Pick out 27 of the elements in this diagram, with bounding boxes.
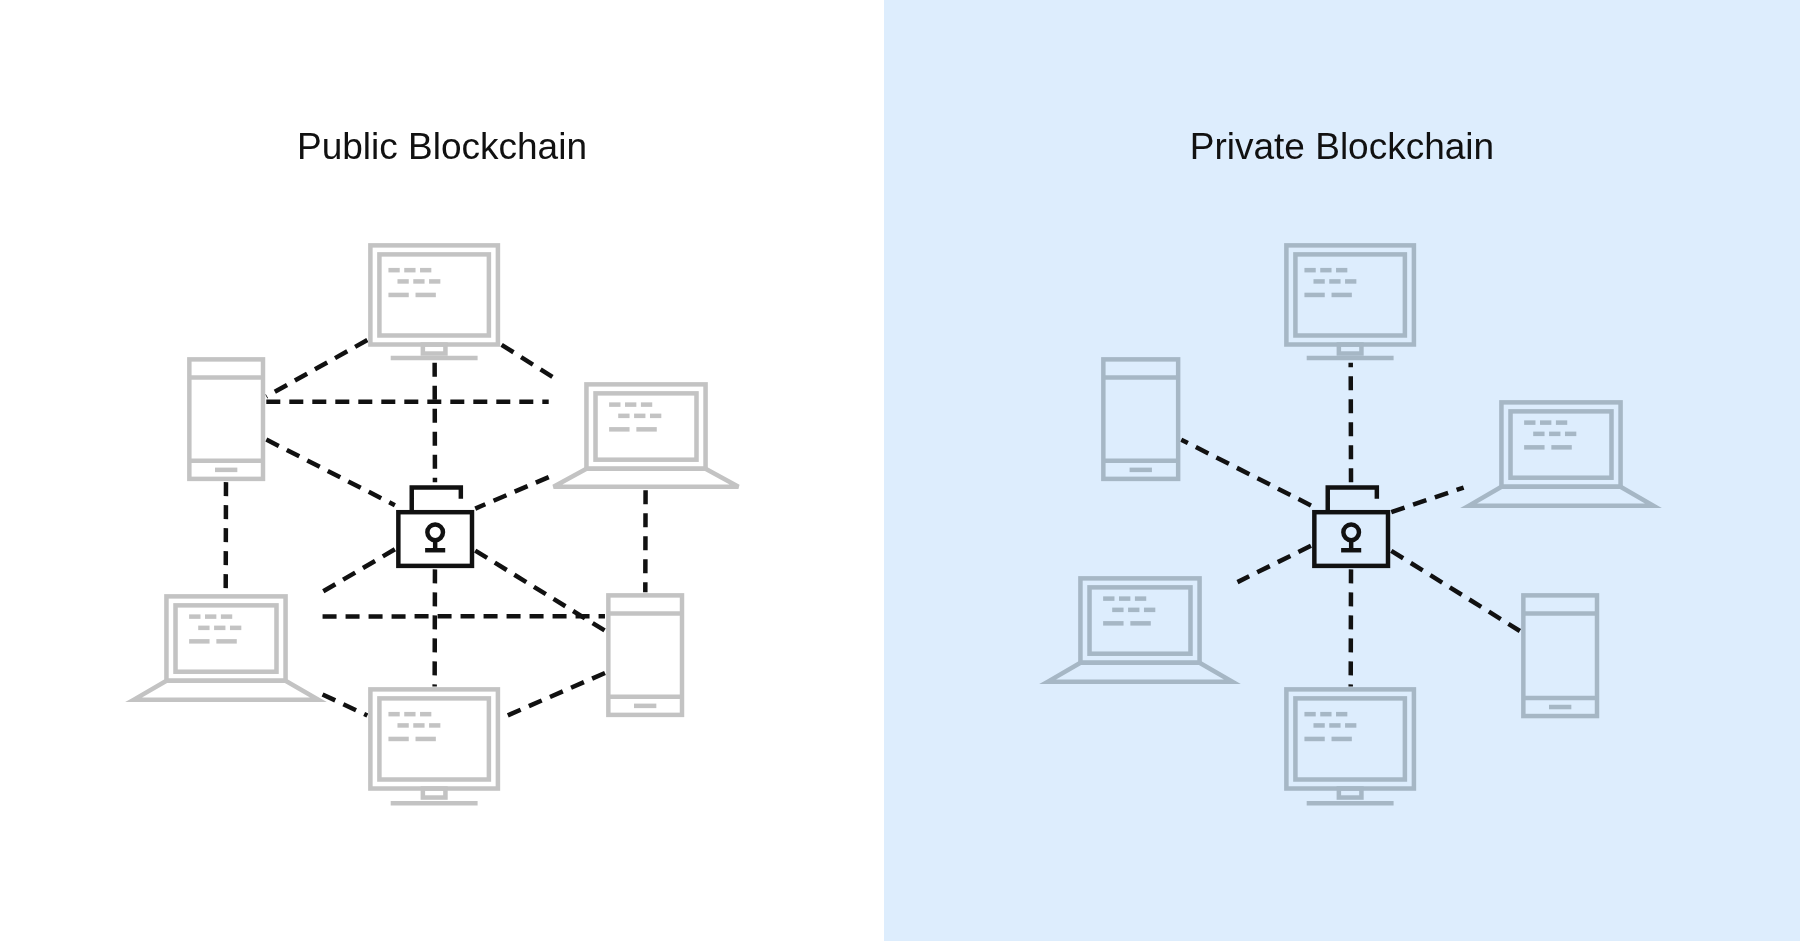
dashed-connector [432,569,438,687]
padlock-icon [1310,482,1392,570]
smartphone-icon [1099,355,1182,483]
panel-title: Public Blockchain [296,126,587,169]
dashed-connector [1348,362,1354,483]
padlock-icon [394,482,476,570]
dashed-connector [1180,437,1312,508]
dashed-connector [1236,543,1312,585]
smartphone-icon [185,355,267,483]
dashed-connector [265,338,369,399]
dashed-connector [643,490,648,593]
dashed-connector [321,692,369,718]
smartphone-icon [604,592,686,719]
dashed-connector [1390,548,1522,633]
monitor-icon [367,242,502,363]
dashed-connector [474,548,607,633]
smartphone-icon [1519,592,1601,720]
monitor-icon [1283,242,1418,363]
dashed-connector [266,399,549,405]
dashed-connector [322,614,605,619]
panel-title: Private Blockchain [1189,126,1495,169]
panel-background [883,0,1800,941]
dashed-connector [432,362,438,483]
dashed-connector [1348,569,1354,687]
dashed-connector [265,437,396,508]
dashed-connector [1390,485,1465,515]
dashed-connector [474,475,550,511]
